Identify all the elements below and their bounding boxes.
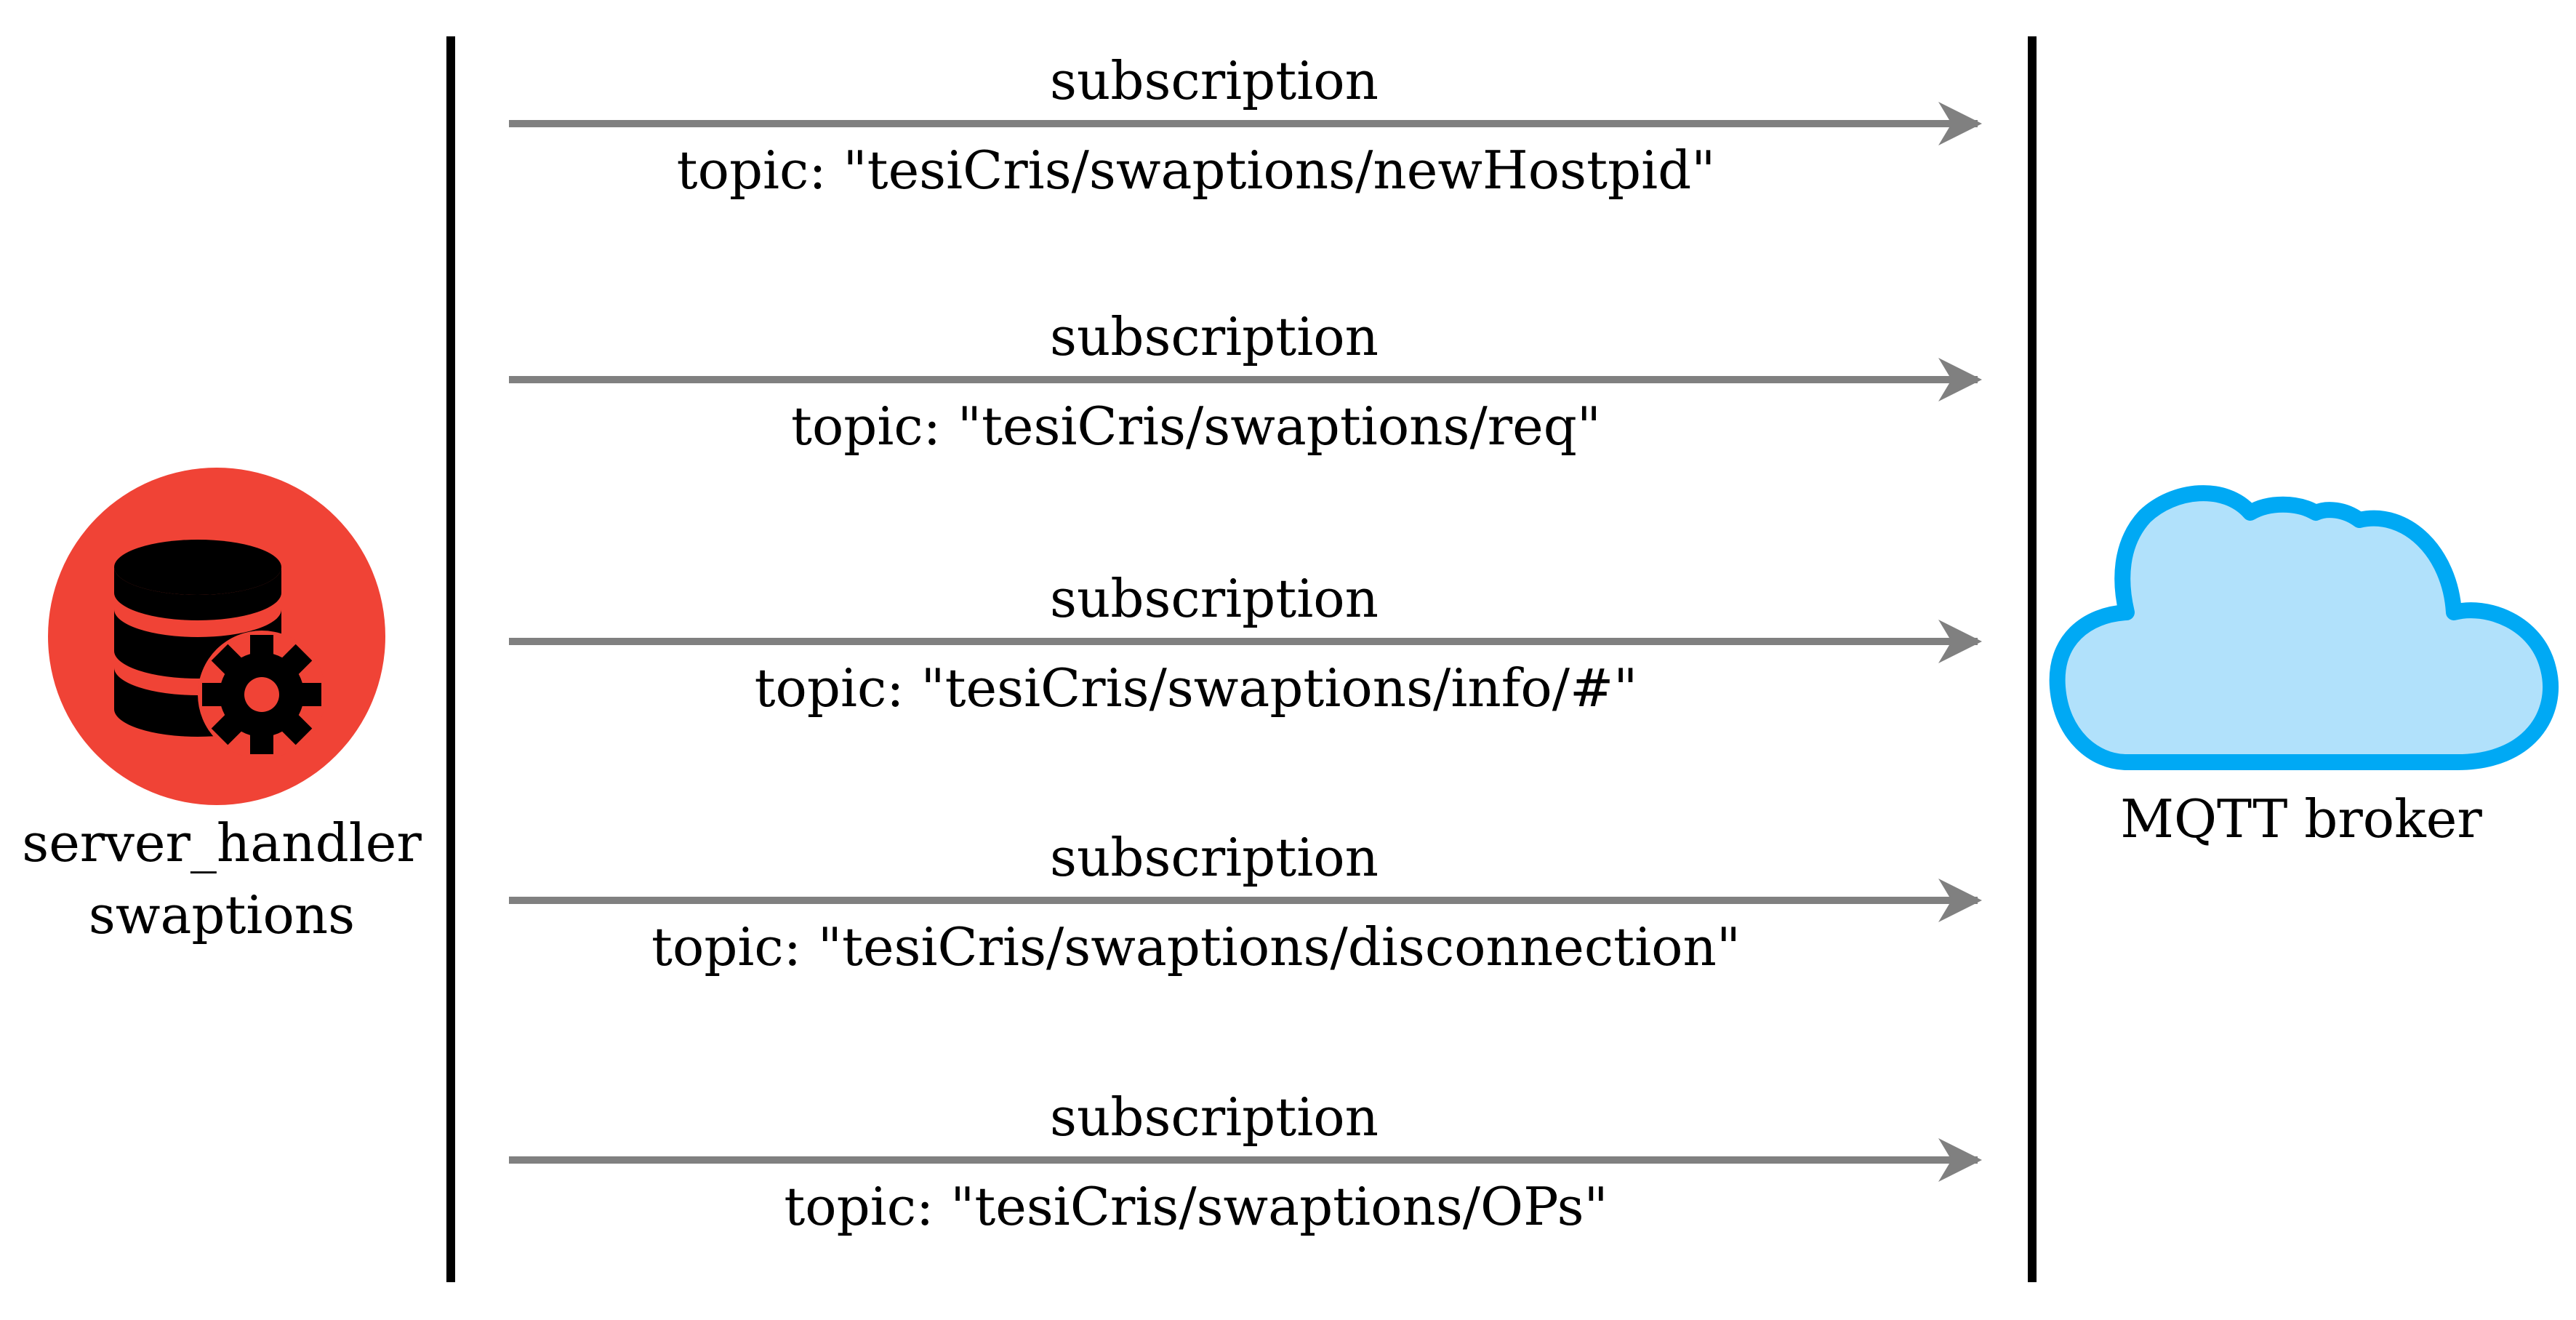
message-topic: topic: "tesiCris/swaptions/disconnection… [651,916,1741,977]
message-title: subscription [1050,827,1379,888]
message-arrows [509,102,1982,1182]
message-title: subscription [1050,306,1379,367]
message-title: subscription [1050,568,1379,629]
database-gear-icon [48,468,385,805]
participant-right-name: MQTT broker [2120,788,2482,849]
message-topic: topic: "tesiCris/swaptions/newHostpid" [676,140,1716,201]
participant-left-name-line2: swaptions [88,884,356,945]
cloud-icon [2049,485,2559,770]
message-topic: topic: "tesiCris/swaptions/req" [791,396,1601,457]
message-title: subscription [1050,1087,1379,1148]
message-title: subscription [1050,50,1379,111]
message-topic: topic: "tesiCris/swaptions/OPs" [784,1176,1608,1237]
participant-left-name-line1: server_handler [22,812,422,873]
message-topic: topic: "tesiCris/swaptions/info/#" [754,657,1638,719]
